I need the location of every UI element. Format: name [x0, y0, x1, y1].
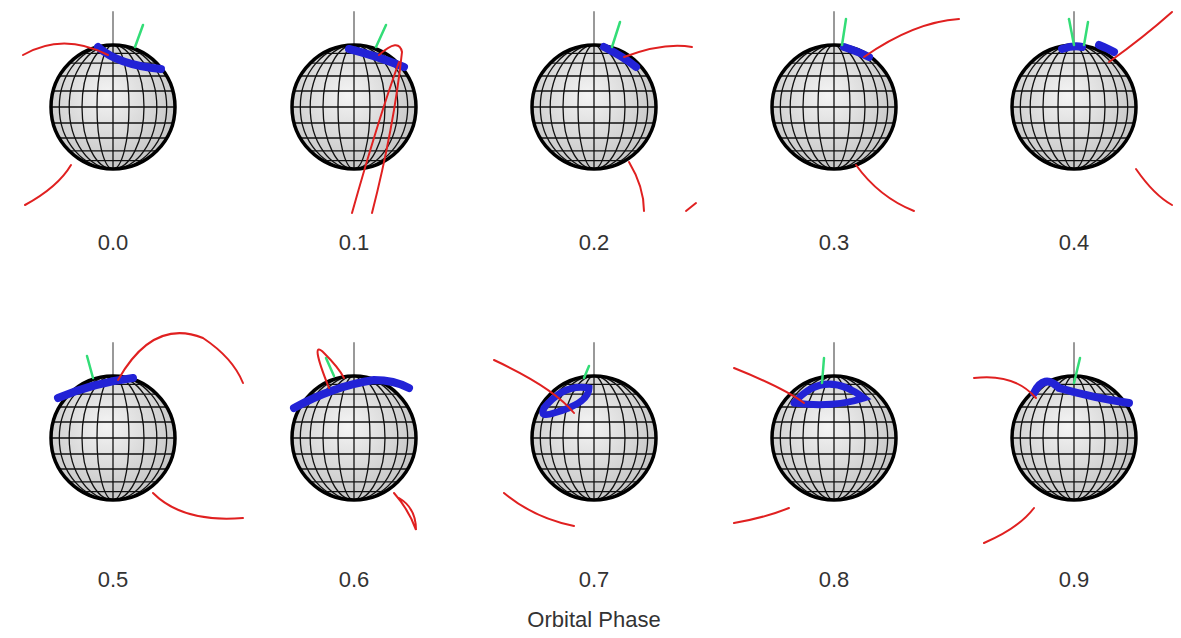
phase-label: 0.9: [1059, 569, 1090, 591]
phase-label: 0.2: [579, 232, 610, 254]
phase-label: 0.0: [98, 232, 129, 254]
phase-label: 0.5: [98, 569, 129, 591]
phase-label: 0.6: [339, 569, 370, 591]
phase-label: 0.8: [819, 569, 850, 591]
phase-label: 0.1: [339, 232, 370, 254]
phase-label: 0.3: [819, 232, 850, 254]
phase-label: 0.4: [1059, 232, 1090, 254]
axis-title: Orbital Phase: [527, 609, 660, 631]
phase-label: 0.7: [579, 569, 610, 591]
